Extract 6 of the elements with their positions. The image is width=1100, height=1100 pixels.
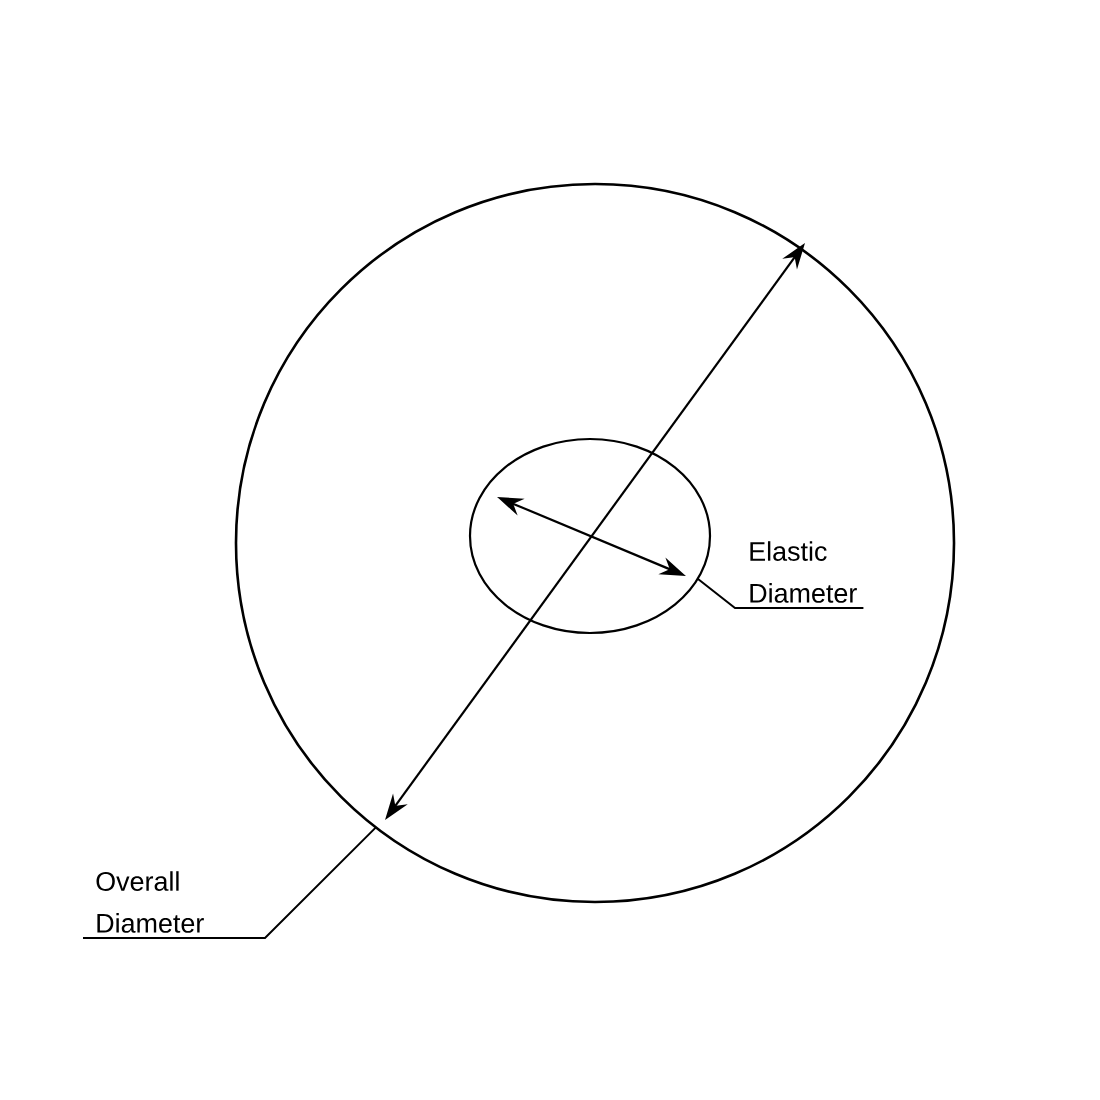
leader-line bbox=[696, 577, 865, 609]
label-text: Elastic Diameter bbox=[750, 541, 857, 603]
outer-circle bbox=[234, 182, 956, 904]
leader-line bbox=[82, 826, 377, 939]
inner-ellipse bbox=[468, 437, 712, 635]
label-text: Overall Diameter bbox=[96, 871, 204, 933]
